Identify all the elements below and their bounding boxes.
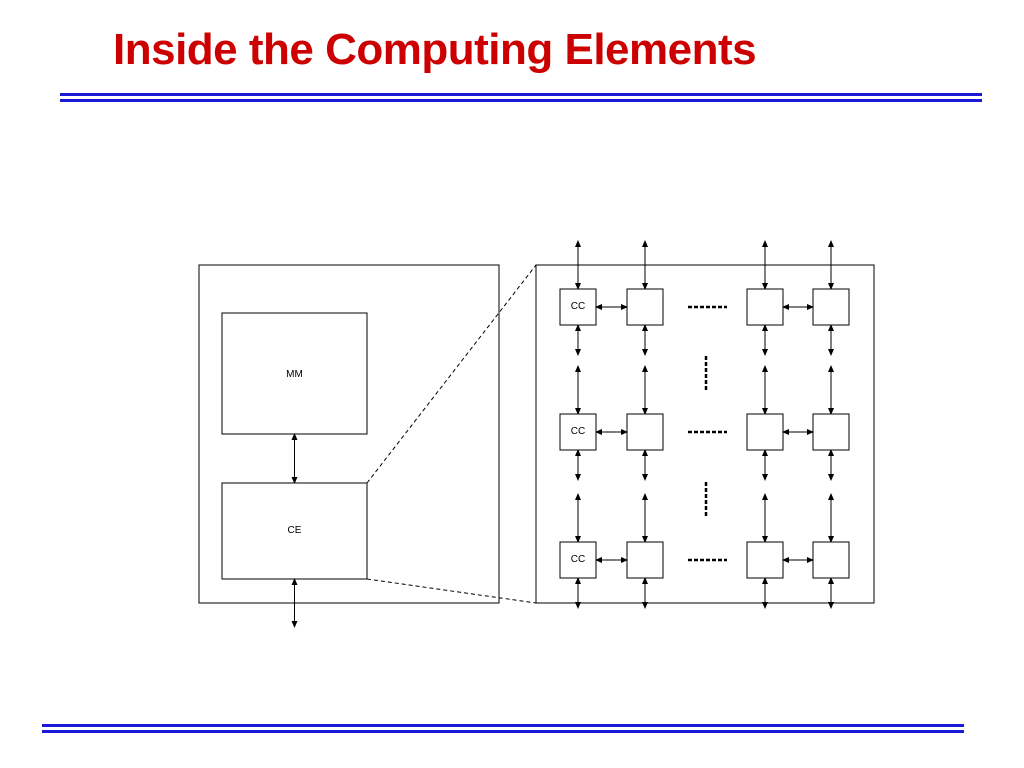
title-underline bbox=[60, 93, 982, 103]
cell-array-frame bbox=[535, 264, 875, 604]
compute-cell bbox=[559, 541, 597, 579]
computing-element-overview: MM CE bbox=[198, 264, 500, 628]
compute-element-box bbox=[221, 482, 368, 580]
compute-element-label: CE bbox=[288, 525, 302, 536]
memory-module-box bbox=[221, 312, 368, 435]
zoom-line-top bbox=[366, 264, 537, 484]
slide-title: Inside the Computing Elements bbox=[113, 25, 757, 74]
compute-cell-label: CC bbox=[571, 426, 585, 437]
compute-cell bbox=[626, 541, 664, 579]
overview-frame bbox=[198, 264, 500, 604]
compute-cell bbox=[746, 288, 784, 326]
compute-cell bbox=[559, 288, 597, 326]
compute-cell bbox=[812, 541, 850, 579]
compute-cell bbox=[746, 413, 784, 451]
compute-cell-label: CC bbox=[571, 301, 585, 312]
memory-module-label: MM bbox=[286, 369, 303, 380]
zoom-line-bottom bbox=[366, 578, 537, 604]
footer-rule bbox=[42, 724, 964, 734]
compute-cell bbox=[746, 541, 784, 579]
compute-cell bbox=[626, 413, 664, 451]
compute-cell bbox=[812, 288, 850, 326]
compute-cell-label: CC bbox=[571, 554, 585, 565]
compute-cell bbox=[626, 288, 664, 326]
compute-cell bbox=[812, 413, 850, 451]
compute-cell-array: CC CC CC bbox=[535, 240, 875, 609]
